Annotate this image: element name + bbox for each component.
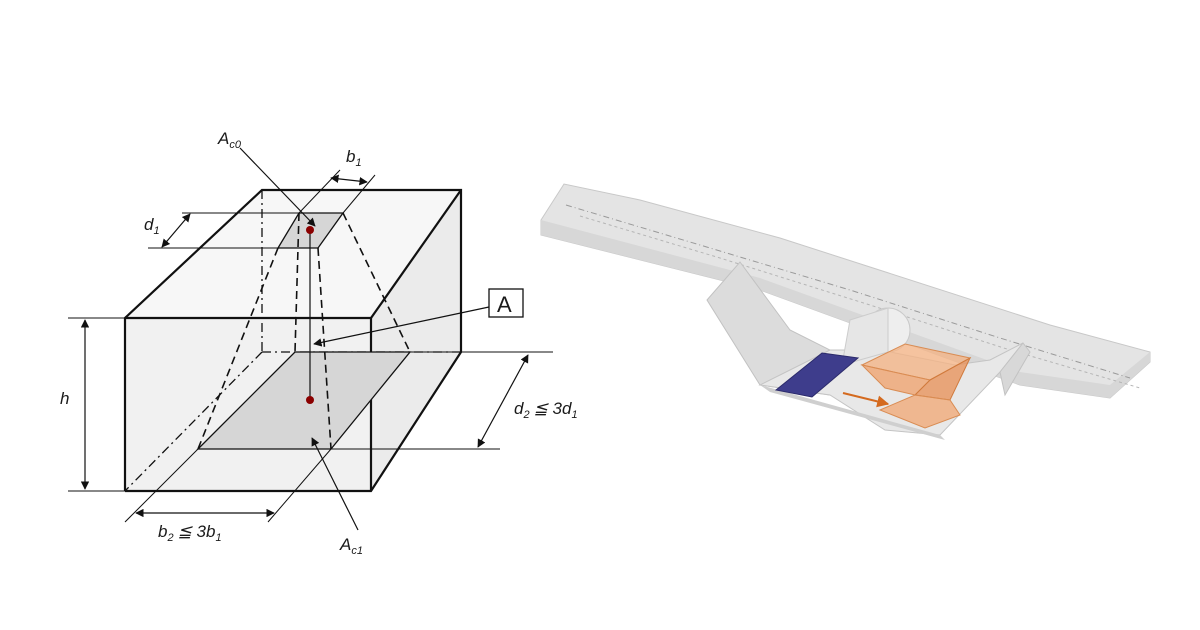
- b1-dim-line: [330, 174, 368, 186]
- label-ac0: Ac0: [217, 129, 242, 151]
- label-a-box: [488, 288, 524, 318]
- leader-a: [313, 306, 490, 347]
- load-arrow: [842, 392, 890, 408]
- partial-area-diagram: Ac0 b1 d1 h A: [60, 129, 578, 557]
- label-ac1: Ac1: [339, 535, 363, 557]
- leader-ac1: [311, 437, 359, 531]
- dimension-b1: b1: [298, 147, 376, 214]
- spread-line-back: [294, 212, 300, 353]
- deck-centerline: [565, 204, 1131, 379]
- label-b1: b1: [346, 147, 362, 169]
- right-support: [999, 342, 1031, 397]
- bearing-plate: [774, 352, 860, 398]
- hidden-edge-back-diagonal: [124, 351, 263, 492]
- label-h: h: [60, 389, 69, 408]
- label-a: A: [497, 292, 512, 317]
- b2-ext-2: [267, 448, 332, 523]
- dimension-b2: b2≦ 3b1: [124, 448, 332, 544]
- load-spread-lines: [197, 212, 411, 450]
- d1-dim-line: [161, 213, 191, 248]
- d2-dim-line: [477, 354, 529, 448]
- deck-slab-edge: [541, 220, 1150, 398]
- 3d-model-render: [540, 183, 1151, 440]
- block-side-face: [371, 190, 461, 491]
- spread-line-front: [317, 247, 332, 450]
- centroid-ac0: [306, 226, 314, 234]
- dimension-h: h: [60, 317, 125, 492]
- label-b2: b2≦ 3b1: [158, 522, 222, 544]
- leader-ac0: [239, 147, 316, 227]
- visible-edge-top-right: [370, 189, 462, 319]
- label-d1: d1: [144, 215, 160, 237]
- dimension-d2: d2≦ 3d1: [331, 351, 578, 450]
- label-a-callout: A: [313, 288, 524, 347]
- dimension-d1: d1: [144, 212, 299, 249]
- b1-ext-2: [342, 174, 376, 214]
- block-top-face: [125, 190, 461, 318]
- centroid-ac1: [306, 396, 314, 404]
- label-d2: d2≦ 3d1: [514, 399, 578, 421]
- lower-block-bottom: [760, 385, 945, 440]
- spread-line-left: [197, 247, 279, 450]
- deck-guideline: [579, 215, 1141, 389]
- load-prism-lower: [878, 394, 961, 429]
